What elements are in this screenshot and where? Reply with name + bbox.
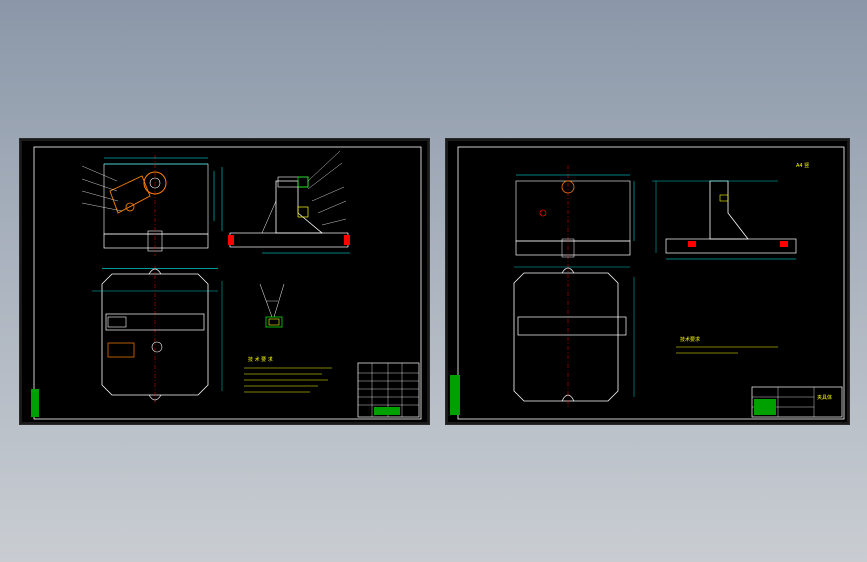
binding-tab	[450, 375, 460, 415]
side-view	[228, 150, 350, 254]
detail-view	[259, 283, 285, 328]
part-top-view	[513, 265, 635, 409]
part-tech-requirements-title: 技术要求	[680, 336, 700, 343]
sheet-size-label: A4 竖	[796, 162, 809, 169]
tech-requirements: 技 术 要 求	[244, 356, 332, 393]
part-drawing-canvas: A4 竖	[450, 146, 845, 420]
part-front-view	[515, 165, 635, 265]
tech-requirements-title: 技 术 要 求	[248, 356, 273, 363]
part-tech-requirements: 技术要求	[676, 336, 778, 354]
front-view	[81, 155, 223, 256]
top-view	[92, 266, 223, 403]
drawing-frame	[457, 146, 845, 420]
assembly-drawing-sheet[interactable]: 技 术 要 求	[20, 139, 429, 424]
assembly-drawing-canvas: 技 术 要 求	[31, 146, 422, 420]
part-drawing-sheet[interactable]: A4 竖	[446, 139, 849, 424]
part-name: 夹具体	[817, 394, 832, 401]
title-block	[357, 362, 420, 418]
part-title-block: 夹具体	[751, 386, 843, 418]
drawing-frame	[33, 146, 422, 420]
binding-tab	[31, 389, 39, 417]
part-side-view	[652, 180, 797, 260]
